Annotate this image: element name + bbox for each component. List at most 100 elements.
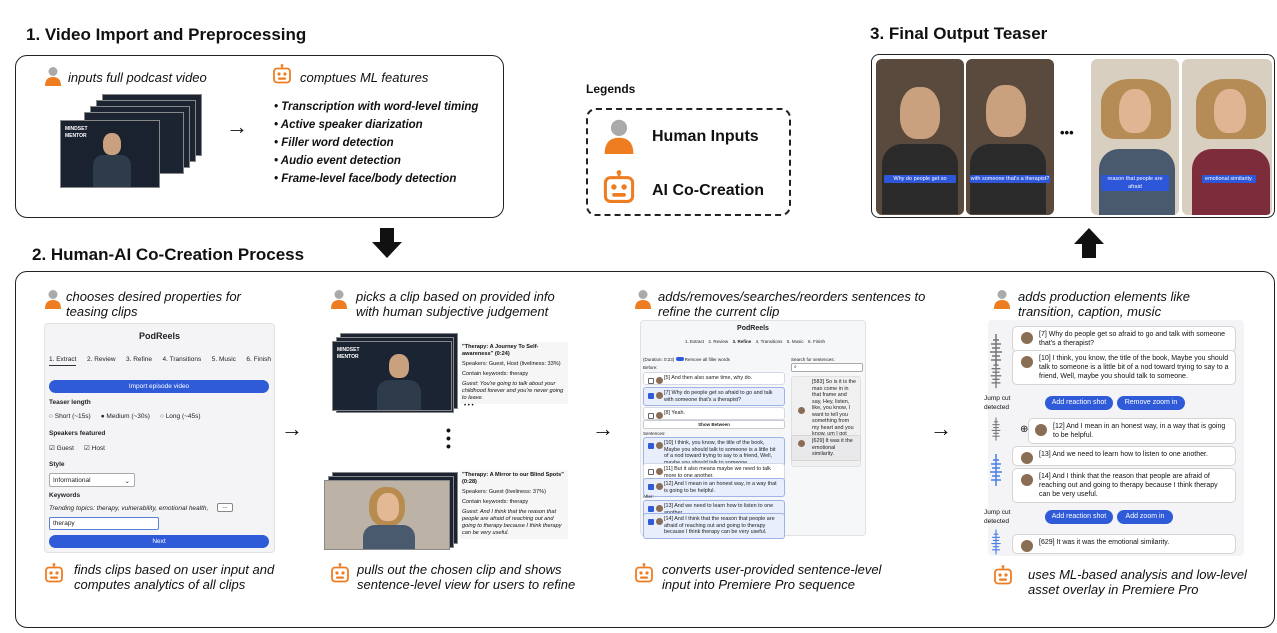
robot-icon — [272, 64, 292, 84]
search-input[interactable]: ⌕ — [791, 363, 863, 372]
tab-transitions[interactable]: 4. Transitions — [162, 356, 202, 363]
tab-bar: 1. Extract 2. Review 3. Refine 4. Transi… — [49, 356, 271, 366]
clip1-quote: Guest: You're going to talk about your c… — [462, 381, 564, 401]
legend-ai: AI Co-Creation — [652, 182, 764, 199]
tab-extract[interactable]: 1. Extract — [685, 339, 705, 344]
section3-title: 3. Final Output Teaser — [870, 24, 1048, 43]
clip2-info: "Therapy: A Mirror to our Blind Spots" (… — [460, 470, 568, 539]
section2-title: 2. Human-AI Co-Creation Process — [32, 245, 305, 264]
production-row[interactable]: [14] And I think that the reason that pe… — [1012, 468, 1236, 503]
show-between-button[interactable]: Show Between — [643, 420, 785, 429]
style-select[interactable]: Informational⌄ — [49, 473, 135, 487]
clip1-more: • • • — [464, 403, 474, 409]
human-icon — [634, 289, 652, 309]
arrow-right-icon: → — [930, 416, 952, 441]
production-row[interactable]: [7] Why do people get so afraid to go an… — [1012, 326, 1236, 352]
sentence-row[interactable]: [12] And I mean in an honest way, in a w… — [643, 478, 785, 497]
radio-long[interactable]: ○ Long (~45s) — [159, 413, 201, 420]
radio-medium[interactable]: ● Medium (~30s) — [100, 413, 150, 420]
teaser-frame: with someone that's a therapist? — [966, 59, 1054, 215]
sentences-label: Sentences: — [643, 431, 666, 436]
production-row[interactable]: [10] I think, you know, the title of the… — [1012, 350, 1236, 385]
tab-music[interactable]: 5. Music — [786, 339, 804, 344]
human-icon — [993, 289, 1011, 309]
clip2-thumbnail[interactable] — [324, 480, 450, 550]
feature-item: • Filler word detection — [274, 137, 394, 149]
robot-icon — [602, 170, 636, 204]
production-row[interactable]: [12] And I mean in an honest way, in a w… — [1028, 418, 1236, 444]
add-zoom-in-button[interactable]: Add zoom in — [1117, 510, 1173, 524]
mindset-mentor-logo: MINDSET MENTOR — [337, 347, 360, 360]
step2-human-text: picks a clip based on provided info with… — [356, 289, 555, 319]
next-button[interactable]: Next — [49, 535, 269, 548]
feature-item: • Frame-level face/body detection — [274, 173, 457, 185]
toggle-switch[interactable] — [675, 357, 684, 361]
clip1-speakers: Speakers: Guest, Host (liveliness: 33%) — [462, 361, 561, 367]
caption: with someone that's a therapist? — [970, 175, 1050, 183]
keyword-input[interactable]: therapy — [49, 517, 159, 530]
add-reaction-shot-button[interactable]: Add reaction shot — [1045, 396, 1113, 410]
step3-ai-text: converts user-provided sentence-level in… — [662, 562, 882, 592]
sentence-row[interactable]: [14] And I think that the reason that pe… — [643, 513, 785, 539]
sentence-row[interactable]: [8] Yeah. — [643, 407, 785, 420]
jump-cut-label: Jump cut detected — [984, 509, 1011, 525]
human-icon — [330, 289, 348, 309]
vertical-ellipsis-icon: ••• — [446, 422, 451, 454]
section1-ai-text: comptues ML features — [300, 70, 429, 85]
speaker-options: ☑ Guest ☑ Host — [49, 444, 105, 452]
teaser-length-label: Teaser length — [49, 399, 91, 406]
tab-transitions[interactable]: 4. Transitions — [755, 339, 783, 344]
waveform-icon — [990, 442, 1002, 498]
checkbox-host[interactable]: ☑ Host — [83, 445, 105, 452]
add-reaction-shot-button[interactable]: Add reaction shot — [1045, 510, 1113, 524]
arrow-down-icon — [372, 228, 402, 258]
radio-short[interactable]: ○ Short (~15s) — [49, 413, 91, 420]
tab-review[interactable]: 2. Review — [708, 339, 729, 344]
clip2-quote: Guest: And I think that the reason that … — [462, 509, 562, 536]
tab-refine[interactable]: 3. Refine — [732, 339, 752, 344]
waveform-icon — [990, 416, 1002, 442]
checkbox-guest[interactable]: ☑ Guest — [49, 445, 74, 452]
sentence-row[interactable]: [5] And then also same time, why do. — [643, 372, 785, 385]
podreels-extract-panel: PodReels 1. Extract 2. Review 3. Refine … — [44, 323, 275, 553]
sentence-row[interactable]: [7] Why do people get so afraid to go an… — [643, 387, 785, 406]
caption: emotional similarity. — [1202, 175, 1256, 183]
production-row[interactable]: [13] And we need to learn how to listen … — [1012, 446, 1236, 466]
zoom-in-icon: ⊕ — [1020, 424, 1029, 435]
caption: reason that people are afraid — [1101, 175, 1169, 191]
tab-finish[interactable]: 6. Finish — [807, 339, 825, 344]
clip1-title: "Therapy: A Journey To Self-awareness" (… — [462, 344, 539, 357]
mindset-mentor-logo: MINDSET MENTOR — [65, 126, 88, 139]
more-topics-button[interactable]: ... — [217, 503, 233, 512]
podreels-refine-panel: PodReels 1. Extract 2. Review 3. Refine … — [640, 320, 866, 539]
duration-label: (Duration: 0:23) Remove all filler words — [643, 357, 731, 362]
teaser-frame: Why do people get so — [876, 59, 964, 215]
feature-item: • Audio event detection — [274, 155, 401, 167]
production-row[interactable]: [629] It was it was the emotional simila… — [1012, 534, 1236, 554]
tab-finish[interactable]: 6. Finish — [246, 356, 271, 363]
chevron-down-icon: ⌄ — [124, 478, 130, 485]
arrow-right-icon: → — [281, 416, 303, 441]
ellipsis: ••• — [1060, 125, 1074, 140]
tab-refine[interactable]: 3. Refine — [126, 356, 153, 363]
tab-extract[interactable]: 1. Extract — [49, 356, 77, 366]
clip1-thumbnail[interactable]: MINDSET MENTOR — [332, 341, 452, 411]
sentence-row[interactable]: [11] But it also means maybe we need to … — [643, 463, 785, 482]
clip1-info: "Therapy: A Journey To Self-awareness" (… — [460, 342, 568, 404]
robot-icon — [634, 563, 654, 583]
step2-ai-text: pulls out the chosen clip and shows sent… — [357, 562, 576, 592]
jump-cut-label: Jump cut detected — [984, 395, 1011, 411]
step1-human-text: chooses desired properties for teasing c… — [66, 289, 241, 319]
tab-review[interactable]: 2. Review — [86, 356, 116, 363]
remove-zoom-in-button[interactable]: Remove zoom in — [1117, 396, 1185, 410]
clip2-title: "Therapy: A Mirror to our Blind Spots" (… — [462, 472, 564, 485]
arrow-right-icon: → — [226, 114, 248, 139]
tab-music[interactable]: 5. Music — [211, 356, 236, 363]
search-result-row[interactable]: [629] It was it the emotional similarity… — [791, 435, 861, 461]
import-video-button[interactable]: Import episode video — [49, 380, 269, 393]
waveform-icon — [990, 358, 1002, 390]
robot-icon — [330, 563, 350, 583]
arrow-up-icon — [1074, 228, 1104, 258]
legend-human: Human Inputs — [652, 128, 759, 145]
human-icon — [44, 289, 62, 309]
